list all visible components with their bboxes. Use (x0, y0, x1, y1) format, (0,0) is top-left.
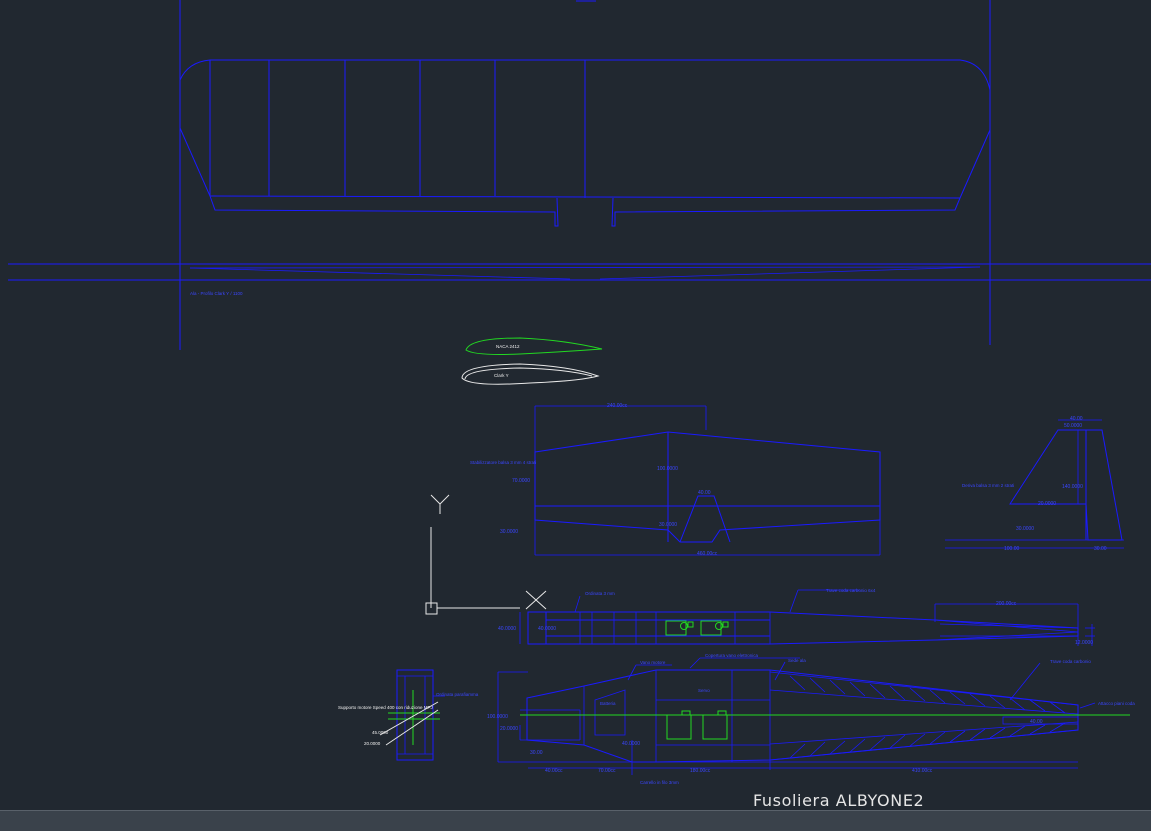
stab-dim-tip: 70.0000 (512, 478, 530, 484)
top-dim-end: 12.0000 (1075, 640, 1093, 646)
fin-dim-base: 100.00 (1004, 546, 1020, 552)
stab-dim-span: 240.00cc (607, 403, 628, 409)
side-label-battery: Batteria (600, 701, 616, 706)
top-dim-tail: 200.00cc (996, 601, 1017, 607)
fuselage-top-view: Ordinata 3 mm Trave coda carbonio 6x4 40… (498, 588, 1095, 646)
side-dim-a: 30.00 (530, 750, 543, 756)
airfoil-profiles: NACA 2412 Clark Y (461, 337, 603, 385)
wing-planform: Ala - Profilo Clark Y / 1100 (8, 0, 1151, 350)
motor-note: Supporto motore Speed 400 con riduzione … (338, 705, 433, 710)
top-label-tail: Trave coda carbonio 6x4 (826, 588, 876, 593)
fin-dim-height: 140.0000 (1062, 484, 1083, 490)
vertical-fin: 40.00 50.0000 140.0000 20.0000 30.0000 1… (945, 416, 1124, 552)
airfoil-lower-label: Clark Y (494, 373, 509, 378)
top-dim-width: 40.0000 (538, 626, 556, 632)
fin-dim-root: 30.0000 (1016, 526, 1034, 532)
side-label-deck: Copertura vano elettronica (705, 653, 759, 658)
stab-dim-total: 460.00cc (697, 551, 718, 557)
horizontal-stabilizer: 240.00cc 100.0000 70.0000 30.0000 40.00 … (470, 403, 881, 557)
motor-dim-b: 20.0000 (364, 741, 381, 746)
side-label-boom: Trave coda carbonio (1050, 659, 1091, 664)
stab-dim-root: 100.0000 (657, 466, 678, 472)
top-dim-nose: 40.0000 (498, 626, 516, 632)
side-bottom-note: Carrello in filo 3mm (640, 780, 679, 785)
side-dim-tail-end: 40.00 (1030, 719, 1043, 725)
ucs-icon (425, 494, 547, 615)
stab-dim-elevator: 30.0000 (500, 529, 518, 535)
airfoil-upper-label: NACA 2412 (496, 344, 520, 349)
motor-dim-a: 45.0000 (372, 730, 389, 735)
wing-note: Ala - Profilo Clark Y / 1100 (190, 291, 243, 296)
fin-dim-base2: 30.00 (1094, 546, 1107, 552)
status-strip (0, 810, 1151, 831)
side-label-front-box: Vano motore (640, 660, 666, 665)
stab-note: Stabilizzatore balsa 3 mm 4 strati (470, 460, 536, 465)
side-dim-tail: 410.00cc (912, 768, 933, 774)
side-label-wing-seat: Sede ala (788, 658, 806, 663)
motor-mount-detail: Supporto motore Speed 400 con riduzione … (338, 669, 479, 761)
side-dim-b: 40.0000 (622, 741, 640, 747)
cad-drawing[interactable]: Ala - Profilo Clark Y / 1100 NACA 2412 C… (0, 0, 1151, 810)
motor-side-note: Ordinata parafiamma (436, 692, 479, 697)
fin-dim-top: 40.00 (1070, 416, 1083, 422)
fin-note: Deriva balsa 3 mm 2 strati (962, 483, 1014, 488)
side-dim-seg2: 70.00cc (598, 768, 616, 774)
stab-dim-cutout-w: 40.00 (698, 490, 711, 496)
side-label-servo: Servo (698, 688, 710, 693)
top-label-front: Ordinata 3 mm (585, 591, 615, 596)
fin-dim-top2: 50.0000 (1064, 423, 1082, 429)
side-dim-seg1: 40.00cc (545, 768, 563, 774)
cad-drawing-canvas[interactable]: Ala - Profilo Clark Y / 1100 NACA 2412 C… (0, 0, 1151, 810)
stab-dim-cutout-h: 30.0000 (659, 522, 677, 528)
drawing-title: Fusoliera ALBYONE2 (753, 791, 924, 810)
side-dim-height: 100.0000 (487, 714, 508, 720)
side-dim-seg3: 180.00cc (690, 768, 711, 774)
fuselage-side-view: Vano motore Copertura vano elettronica S… (487, 653, 1135, 785)
side-dim-nose: 20.0000 (500, 726, 518, 732)
fin-dim-rudder: 20.0000 (1038, 501, 1056, 507)
side-label-boom-end: Attacco piani coda (1098, 701, 1135, 706)
